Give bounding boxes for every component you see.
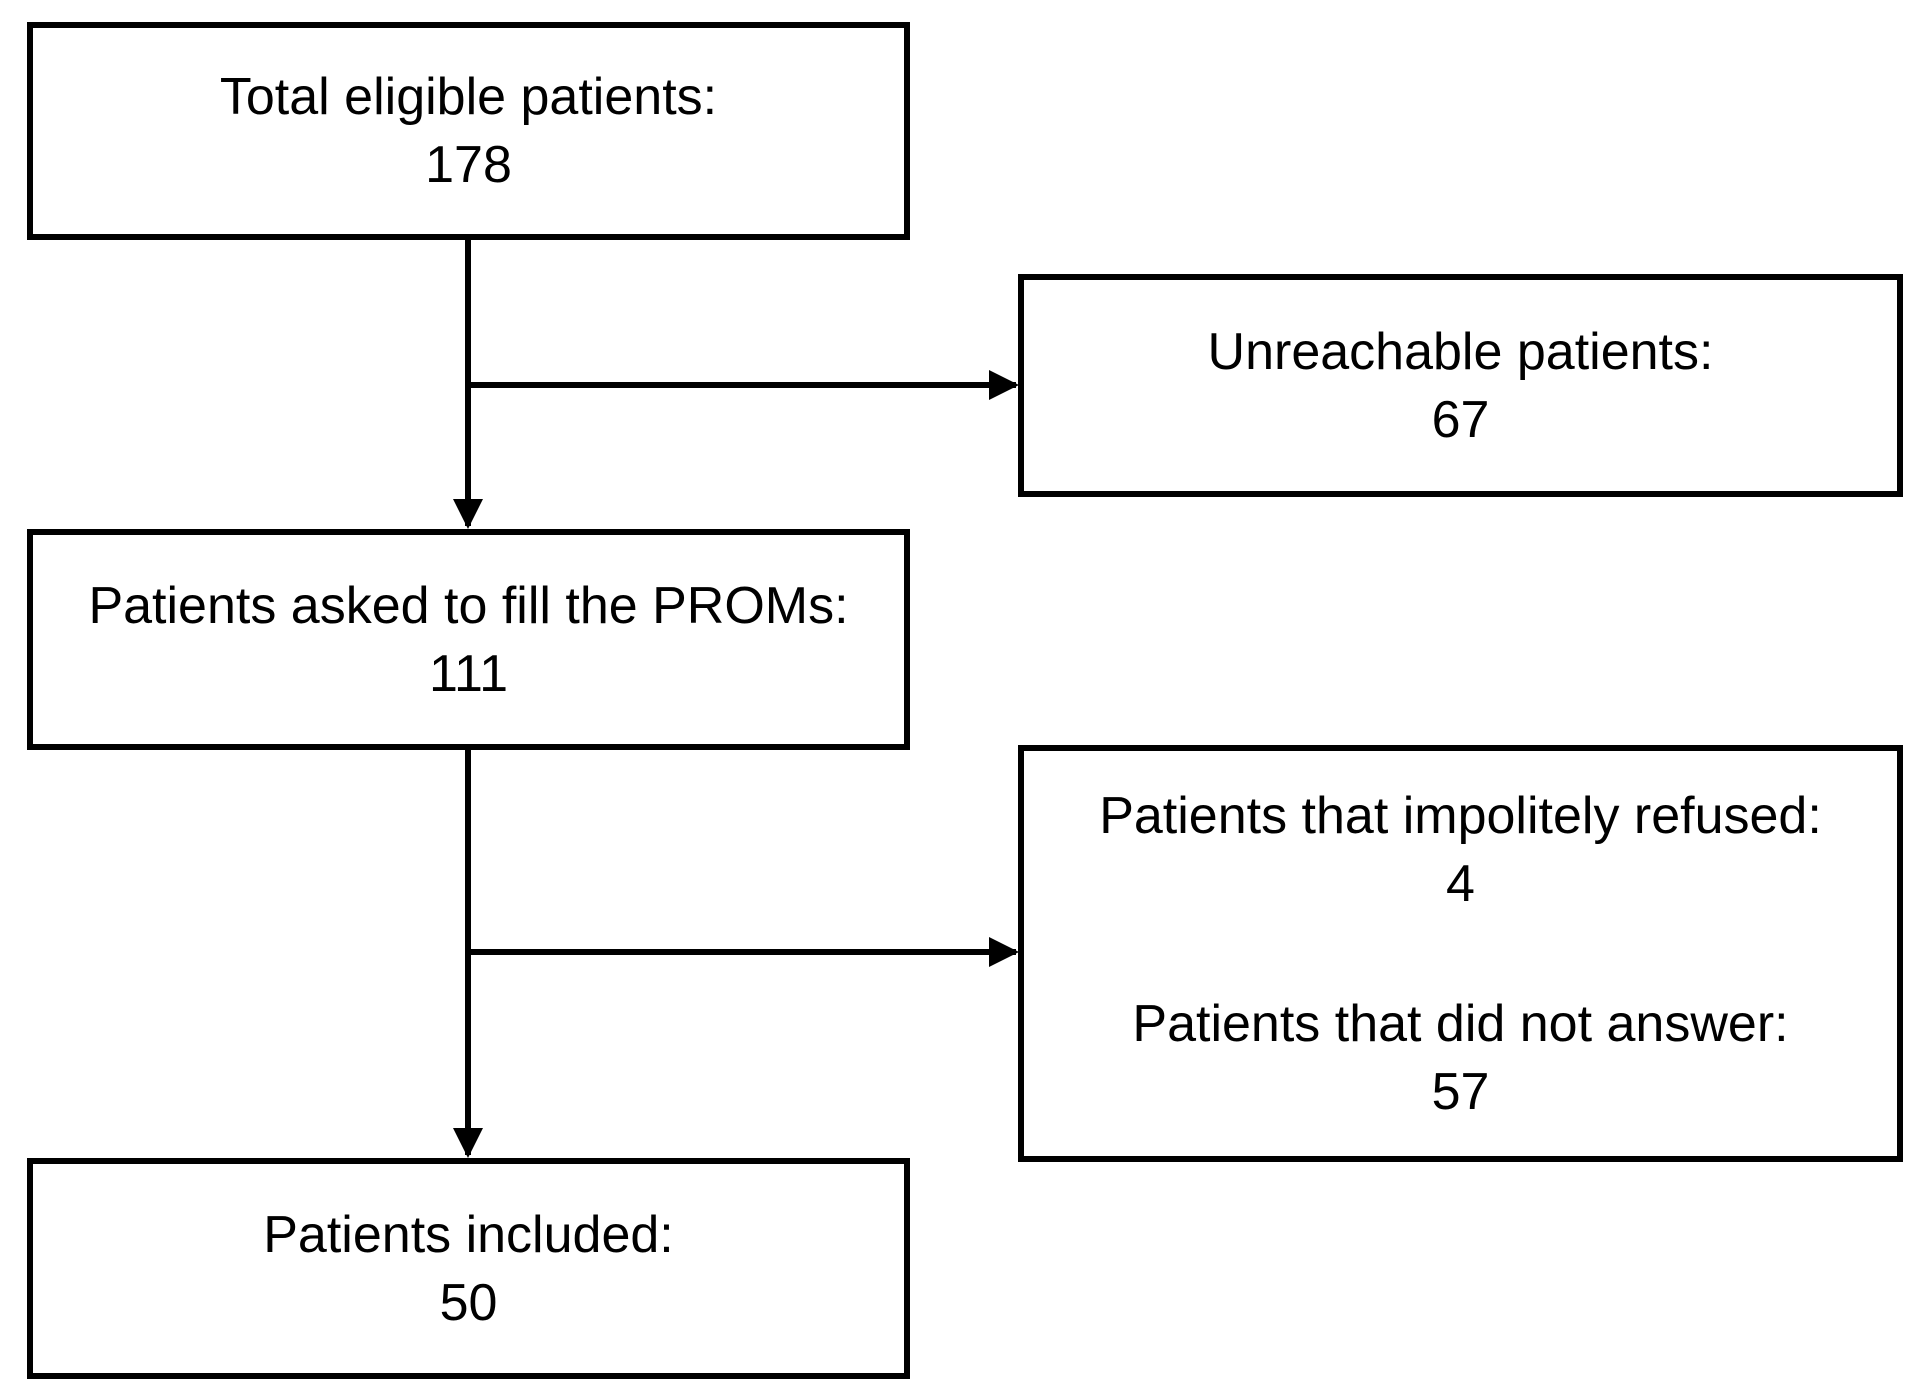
unreachable-label: Unreachable patients:: [1207, 322, 1714, 381]
asked-proms-box: Patients asked to fill the PROMs: 111: [27, 529, 910, 750]
included-label: Patients included:: [263, 1205, 674, 1264]
unreachable-box: Unreachable patients: 67: [1018, 274, 1903, 497]
total-eligible-label: Total eligible patients:: [219, 68, 718, 126]
included-box: Patients included: 50: [27, 1158, 910, 1379]
total-eligible-count: 178: [425, 136, 512, 194]
no-answer-count: 57: [1431, 1062, 1490, 1121]
total-eligible-box: Total eligible patients: 178: [27, 22, 910, 240]
included-count: 50: [439, 1273, 498, 1332]
asked-proms-label: Patients asked to fill the PROMs:: [88, 576, 849, 635]
no-answer-label: Patients that did not answer:: [1132, 994, 1789, 1053]
excluded-box: Patients that impolitely refused: 4 Pati…: [1018, 745, 1903, 1162]
refused-label: Patients that impolitely refused:: [1099, 786, 1822, 845]
asked-proms-count: 111: [428, 644, 509, 703]
refused-count: 4: [1446, 854, 1475, 913]
unreachable-count: 67: [1431, 390, 1490, 449]
